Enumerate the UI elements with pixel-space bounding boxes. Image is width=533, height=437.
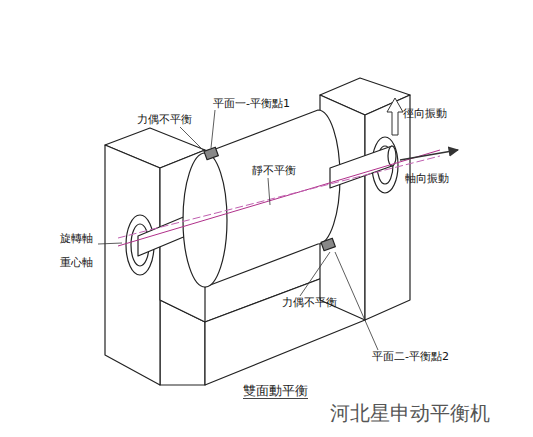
part-label: 旋轉軸 [60,232,93,246]
balance-weight [321,238,335,251]
leader-line [335,252,378,350]
left-upright-front [105,145,160,385]
part-label: 力偶不平衡 [282,296,337,310]
part-label: 徑向振動 [403,107,447,121]
rotation-axis [118,150,440,246]
part-label: 軸向振動 [405,172,449,186]
leader-line [180,127,205,152]
axial-vibration-arrow [400,150,458,160]
part-label: 力偶不平衡 [137,113,192,127]
caption: 雙面動平衡 [243,383,308,399]
watermark: 河北星申动平衡机 [330,402,490,425]
center-of-mass-axis [118,156,440,238]
leader-line [300,252,330,296]
leader-line [211,110,215,148]
part-label: 平面一-平衡點1 [213,97,290,111]
leader-line [268,178,270,205]
right-upright-side [365,95,410,320]
part-label: 平面二-平衡點2 [372,350,449,364]
radial-vibration-arrow [387,98,403,135]
part-label: 重心軸 [60,256,93,270]
part-label: 靜不平衡 [252,164,296,178]
balance-weight [204,147,218,160]
leader-line [98,243,122,244]
